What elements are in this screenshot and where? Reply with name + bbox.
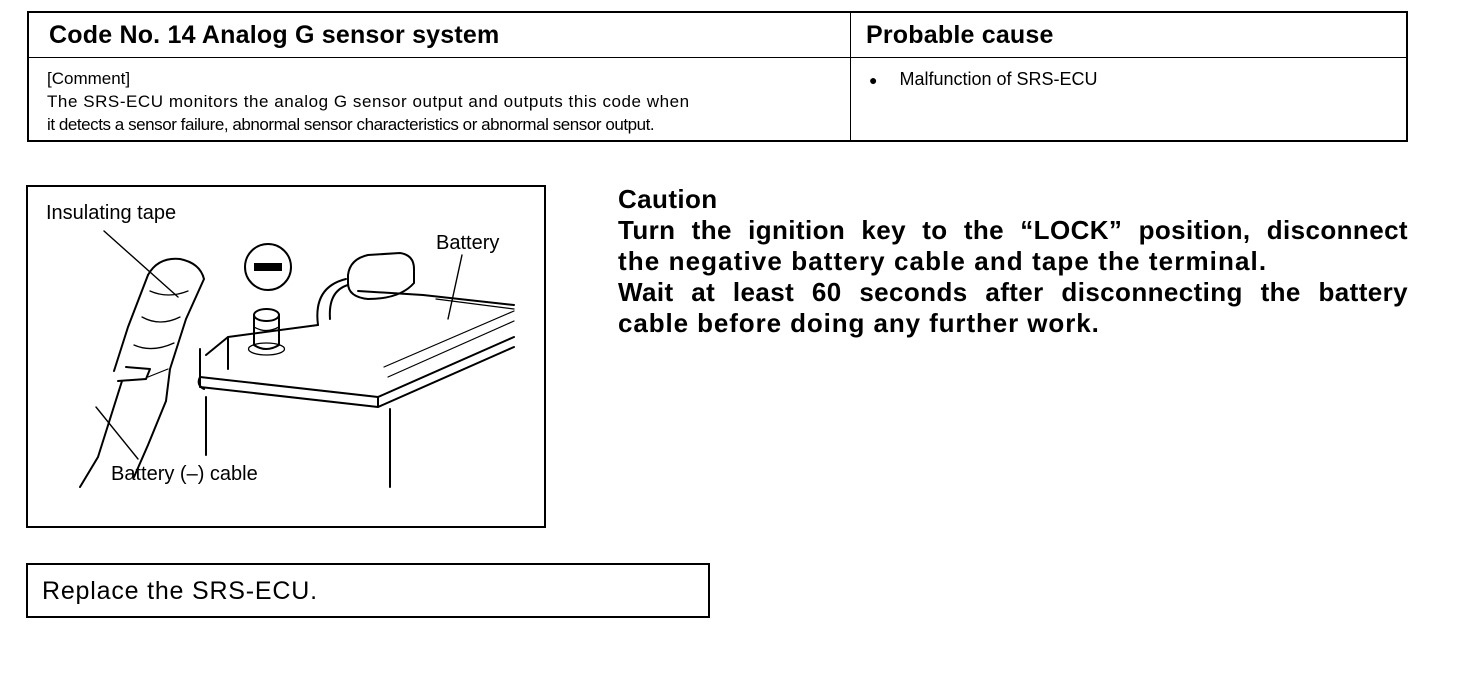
leader-line-tape xyxy=(103,230,179,298)
caution-title: Caution xyxy=(618,184,718,214)
probable-cause-item: ● Malfunction of SRS-ECU xyxy=(869,69,1098,90)
battery-drawing xyxy=(79,230,515,488)
label-insulating-tape: Insulating tape xyxy=(46,202,177,224)
label-battery: Battery xyxy=(436,232,500,254)
comment-line-2: it detects a sensor failure, abnormal se… xyxy=(47,115,655,134)
positive-terminal-cap xyxy=(316,252,415,326)
comment-label: [Comment] xyxy=(47,69,131,88)
bullet-icon: ● xyxy=(869,71,878,88)
caution-notice: Caution Turn the ignition key to the “LO… xyxy=(618,184,1408,339)
code-title: Code No. 14 Analog G sensor system xyxy=(49,21,500,49)
probable-cause-header: Probable cause xyxy=(866,21,1054,49)
table-header-divider xyxy=(29,57,1406,58)
battery-terminal-post xyxy=(247,308,286,356)
diagnostic-code-table: Code No. 14 Analog G sensor system Proba… xyxy=(27,11,1408,142)
leader-line-battery xyxy=(447,254,463,320)
comment-block: [Comment] The SRS-ECU monitors the analo… xyxy=(47,67,831,136)
caution-line-3: Wait at least 60 seconds after disconnec… xyxy=(618,277,1408,307)
battery-body xyxy=(197,290,515,488)
action-box: Replace the SRS-ECU. xyxy=(26,563,710,618)
label-battery-cable: Battery (–) cable xyxy=(111,463,258,485)
caution-line-1: Turn the ignition key to the “LOCK” posi… xyxy=(618,215,1408,245)
table-column-divider xyxy=(850,13,851,140)
caution-line-4: cable before doing any further work. xyxy=(618,308,1100,338)
action-text: Replace the SRS-ECU. xyxy=(42,577,318,605)
leader-line-cable xyxy=(95,406,139,460)
probable-cause-text: Malfunction of SRS-ECU xyxy=(899,69,1098,89)
negative-terminal-icon xyxy=(244,243,292,291)
battery-illustration: Insulating tape Battery Battery (–) cabl… xyxy=(26,185,546,528)
caution-line-2: the negative battery cable and tape the … xyxy=(618,246,1268,276)
insulating-tape-wrap xyxy=(79,257,205,488)
comment-line-1: The SRS-ECU monitors the analog G sensor… xyxy=(47,92,690,111)
